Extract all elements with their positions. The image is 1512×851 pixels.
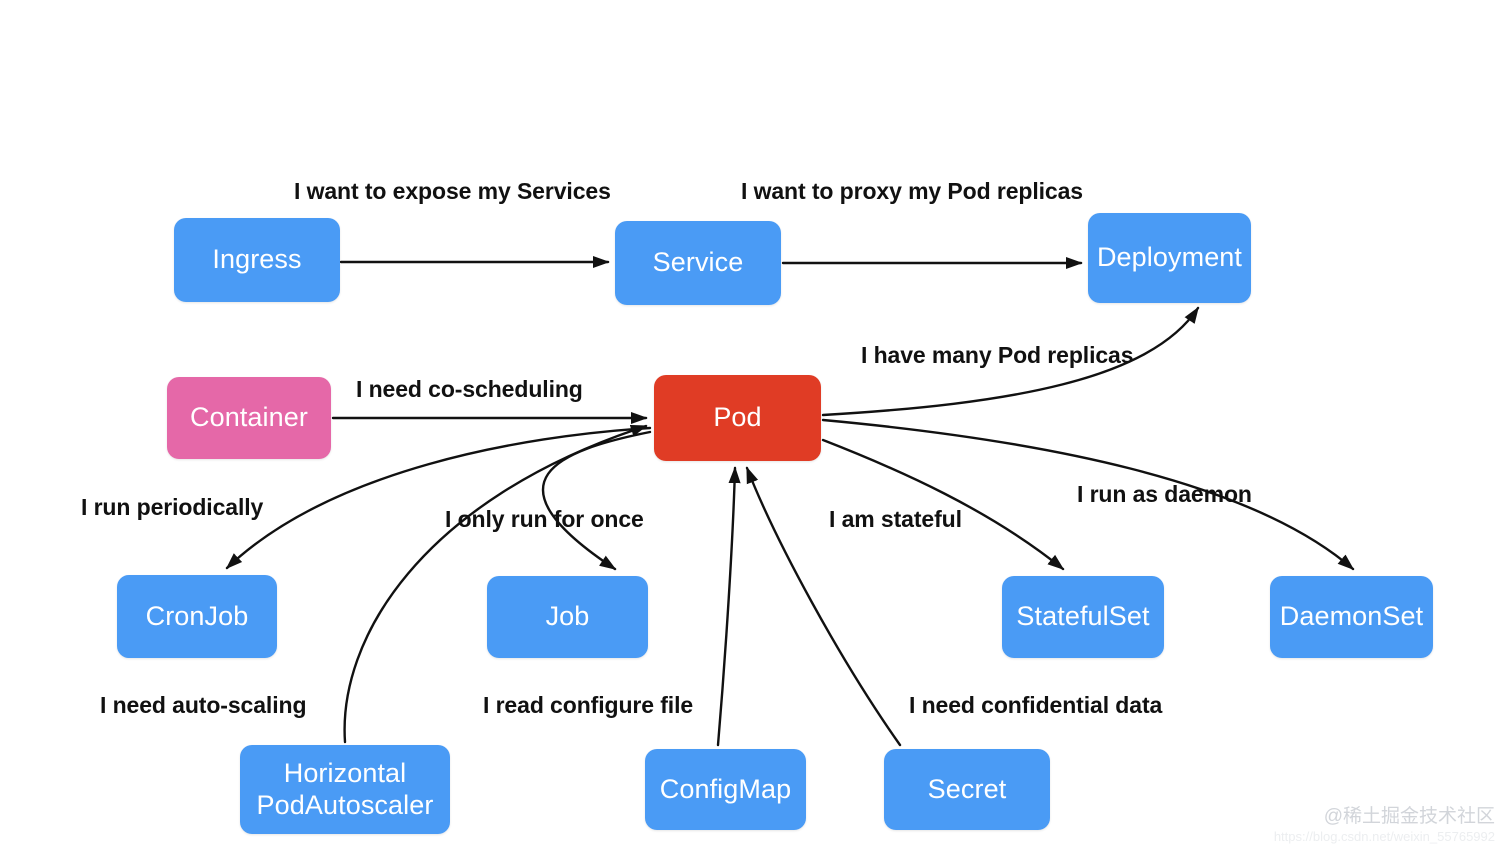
node-ingress[interactable]: Ingress — [174, 218, 340, 302]
edge-label-read-configure: I read configure file — [483, 692, 694, 718]
edge-label-am-stateful: I am stateful — [829, 506, 962, 532]
edge-pod-to-statefulset — [821, 438, 1065, 571]
node-service-label: Service — [652, 247, 744, 278]
edge-label-run-as-daemon: I run as daemon — [1077, 481, 1252, 507]
node-deployment-label: Deployment — [1096, 242, 1243, 273]
node-pod-label: Pod — [713, 402, 762, 433]
node-container-label: Container — [190, 402, 308, 433]
node-configmap[interactable]: ConfigMap — [645, 749, 806, 830]
node-horizontal-pod-autoscaler-label: Horizontal PodAutoscaler — [256, 757, 434, 820]
node-horizontal-pod-autoscaler[interactable]: Horizontal PodAutoscaler — [240, 745, 450, 834]
edge-label-expose-services: I want to expose my Services — [294, 178, 611, 204]
node-ingress-label: Ingress — [212, 244, 302, 275]
edge-label-co-scheduling: I need co-scheduling — [356, 376, 583, 402]
edge-label-run-for-once: I only run for once — [445, 506, 644, 532]
node-job-label: Job — [545, 601, 590, 632]
node-job[interactable]: Job — [487, 576, 648, 658]
node-cronjob-label: CronJob — [145, 600, 249, 631]
node-daemonset[interactable]: DaemonSet — [1270, 576, 1433, 658]
node-secret-label: Secret — [927, 773, 1007, 804]
edge-label-many-pod-replicas: I have many Pod replicas — [861, 342, 1134, 368]
edge-label-run-periodically: I run periodically — [81, 494, 264, 520]
node-configmap-label: ConfigMap — [659, 773, 792, 804]
watermark: @稀土掘金技术社区 https://blog.csdn.net/weixin_5… — [1250, 805, 1495, 846]
node-statefulset-label: StatefulSet — [1016, 601, 1150, 632]
watermark-name: @稀土掘金技术社区 — [1323, 806, 1495, 827]
edge-configmap-to-pod — [716, 466, 741, 747]
edge-label-confidential-data: I need confidential data — [909, 692, 1163, 718]
edge-label-auto-scaling: I need auto-scaling — [100, 692, 307, 718]
node-secret[interactable]: Secret — [884, 749, 1050, 830]
node-statefulset[interactable]: StatefulSet — [1002, 576, 1164, 658]
edge-job-to-pod — [541, 430, 652, 571]
watermark-url: https://blog.csdn.net/weixin_55765992 — [1273, 828, 1495, 844]
node-service[interactable]: Service — [615, 221, 781, 305]
node-cronjob[interactable]: CronJob — [117, 575, 277, 658]
node-pod[interactable]: Pod — [654, 375, 821, 461]
node-daemonset-label: DaemonSet — [1279, 601, 1424, 632]
edge-label-proxy-replicas: I want to proxy my Pod replicas — [741, 178, 1083, 204]
node-deployment[interactable]: Deployment — [1088, 213, 1251, 303]
node-container[interactable]: Container — [167, 377, 331, 459]
